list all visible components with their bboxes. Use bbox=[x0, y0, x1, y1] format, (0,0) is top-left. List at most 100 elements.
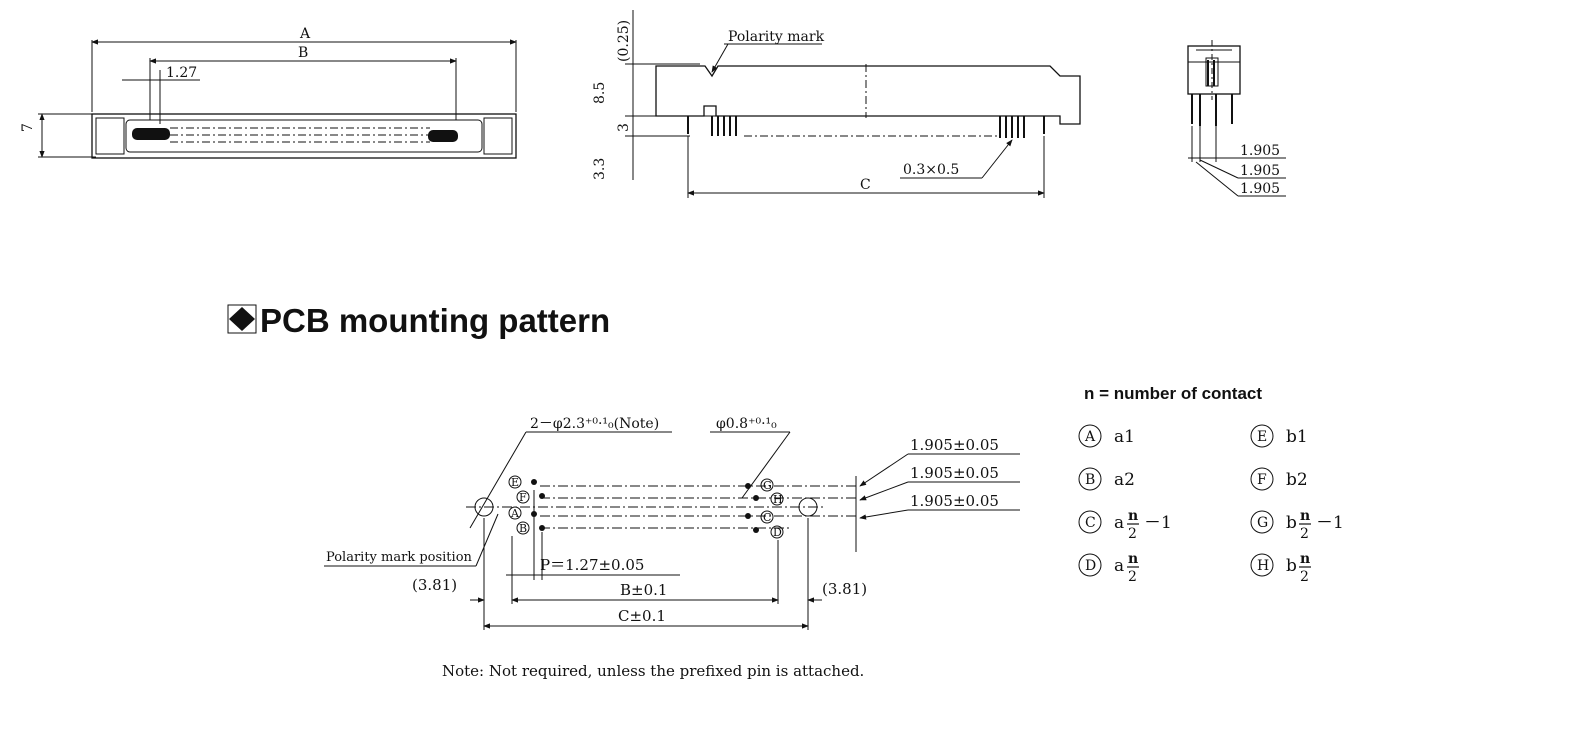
legend-prefix: b bbox=[1286, 556, 1297, 576]
pcb-hole-note-leader bbox=[469, 431, 527, 529]
pcb-pitch: P＝1.27±0.05 bbox=[540, 556, 644, 574]
pcb-hole-g bbox=[745, 483, 751, 489]
pcb-tag-b-ring bbox=[516, 521, 530, 535]
legend-frac-num: n bbox=[1300, 551, 1310, 567]
side-view: (0.25) 8.5 3 3.3 Polarity mark 0.3×0.5 bbox=[592, 10, 1081, 198]
end-dim-2: 1.905 bbox=[1240, 163, 1280, 179]
pcb-note: Note: Not required, unless the prefixed … bbox=[442, 662, 864, 680]
top-contacts-left bbox=[132, 128, 170, 140]
legend-prefix: a bbox=[1114, 513, 1124, 533]
pcb-tag-d-ring bbox=[770, 525, 784, 539]
pcb-tag-g: G bbox=[763, 479, 772, 492]
pcb-tag-h-ring bbox=[770, 492, 784, 506]
pcb-hole-h bbox=[753, 495, 759, 501]
pcb-offset-right: (3.81) bbox=[822, 580, 867, 598]
legend-mark: G bbox=[1257, 515, 1268, 531]
section-title: PCB mounting pattern bbox=[260, 302, 610, 339]
end-contact-window bbox=[1205, 57, 1219, 87]
legend-mark: C bbox=[1085, 515, 1096, 531]
dim-b-label: B bbox=[298, 45, 308, 61]
legend-mark-ring bbox=[1250, 553, 1274, 577]
legend-suffix: －1 bbox=[1144, 513, 1172, 533]
top-body-inner bbox=[125, 119, 483, 153]
top-view: A B 1.27 7 bbox=[20, 26, 517, 159]
pcb-hole-e bbox=[531, 479, 537, 485]
pcb-tag-d: D bbox=[773, 526, 782, 539]
pcb-hole-note: 2－φ2.3⁺⁰·¹₀(Note) bbox=[530, 416, 659, 432]
pcb-row-dim-2: 1.905±0.05 bbox=[910, 464, 999, 482]
legend-prefix: a bbox=[1114, 556, 1124, 576]
end-dim-leader-2 bbox=[1199, 159, 1239, 179]
pcb-row-dim-3-leader bbox=[859, 509, 909, 520]
legend-mark-ring bbox=[1250, 510, 1274, 534]
legend-mark: D bbox=[1085, 558, 1096, 574]
dim-7-label: 7 bbox=[20, 123, 36, 132]
side-dim-body-height: 8.5 bbox=[592, 82, 608, 104]
polarity-mark-label: Polarity mark bbox=[728, 29, 825, 45]
dim-pitch-label: 1.27 bbox=[166, 65, 197, 81]
legend-mark-ring bbox=[1078, 467, 1102, 491]
legend-mark-ring bbox=[1250, 424, 1274, 448]
top-body-outline bbox=[91, 113, 517, 159]
pcb-tag-e-ring bbox=[508, 475, 522, 489]
legend-mark: B bbox=[1085, 472, 1095, 488]
side-body-outline bbox=[655, 65, 1081, 125]
pcb-tag-e: E bbox=[511, 476, 519, 489]
pcb-tag-c: C bbox=[763, 511, 771, 524]
end-dim-leader-3 bbox=[1195, 161, 1239, 197]
pcb-tag-f: F bbox=[519, 491, 527, 504]
pcb-hole-b bbox=[539, 525, 545, 531]
legend-mark-ring bbox=[1078, 424, 1102, 448]
polarity-mark-leader bbox=[711, 43, 729, 73]
legend-frac-den: 2 bbox=[1128, 569, 1137, 585]
legend-prefix: b bbox=[1286, 513, 1297, 533]
pcb-tag-g-ring bbox=[760, 478, 774, 492]
legend-frac-den: 2 bbox=[1300, 569, 1309, 585]
pcb-pattern: 2－φ2.3⁺⁰·¹₀(Note) φ0.8⁺⁰·¹₀ E F A B bbox=[324, 416, 1020, 680]
pcb-row-dim-1: 1.905±0.05 bbox=[910, 436, 999, 454]
legend-frac-num: n bbox=[1300, 508, 1310, 524]
side-dim-c-label: C bbox=[860, 177, 871, 193]
legend-mark-ring bbox=[1078, 510, 1102, 534]
legend-prefix: a1 bbox=[1114, 427, 1135, 447]
section-heading: PCB mounting pattern bbox=[227, 302, 610, 339]
legend-frac-num: n bbox=[1128, 551, 1138, 567]
pcb-tag-c-ring bbox=[760, 510, 774, 524]
side-dim-top-gap: (0.25) bbox=[616, 20, 632, 62]
legend-mark: A bbox=[1084, 429, 1096, 445]
legend-suffix: －1 bbox=[1316, 513, 1344, 533]
top-latch-left bbox=[95, 117, 125, 155]
legend-title: n = number of contact bbox=[1084, 384, 1262, 403]
pcb-offset-left: (3.81) bbox=[412, 576, 457, 594]
legend-frac-den: 2 bbox=[1300, 526, 1309, 542]
pcb-tag-a: A bbox=[510, 507, 520, 520]
legend-mark: E bbox=[1257, 429, 1267, 445]
pcb-row-dim-2-leader bbox=[859, 481, 909, 501]
pcb-hole-c bbox=[745, 513, 751, 519]
legend-mark-ring bbox=[1078, 553, 1102, 577]
pcb-polarity-position: Polarity mark position bbox=[326, 550, 473, 565]
end-view: 1.905 1.905 1.905 bbox=[1187, 40, 1286, 197]
legend-mark: H bbox=[1257, 558, 1269, 574]
pin-size-label: 0.3×0.5 bbox=[903, 162, 959, 178]
pcb-tag-h: H bbox=[773, 493, 783, 506]
end-dim-1: 1.905 bbox=[1240, 143, 1280, 159]
side-dim-pin-length: 3.3 bbox=[592, 158, 608, 180]
legend-mark: F bbox=[1257, 472, 1267, 488]
pcb-tag-b: B bbox=[519, 522, 527, 535]
legend-frac-num: n bbox=[1128, 508, 1138, 524]
pcb-c-dim: C±0.1 bbox=[618, 607, 666, 625]
legend-frac-den: 2 bbox=[1128, 526, 1137, 542]
top-contacts-right bbox=[428, 130, 458, 142]
legend-prefix: b1 bbox=[1286, 427, 1308, 447]
pcb-tag-f-ring bbox=[516, 490, 530, 504]
pcb-row-dim-3: 1.905±0.05 bbox=[910, 492, 999, 510]
pcb-tag-a-ring bbox=[508, 506, 522, 520]
pin-size-leader bbox=[981, 139, 1013, 179]
diamond-icon bbox=[229, 307, 255, 331]
pcb-b-dim: B±0.1 bbox=[620, 581, 667, 599]
top-latch-right bbox=[483, 117, 513, 155]
